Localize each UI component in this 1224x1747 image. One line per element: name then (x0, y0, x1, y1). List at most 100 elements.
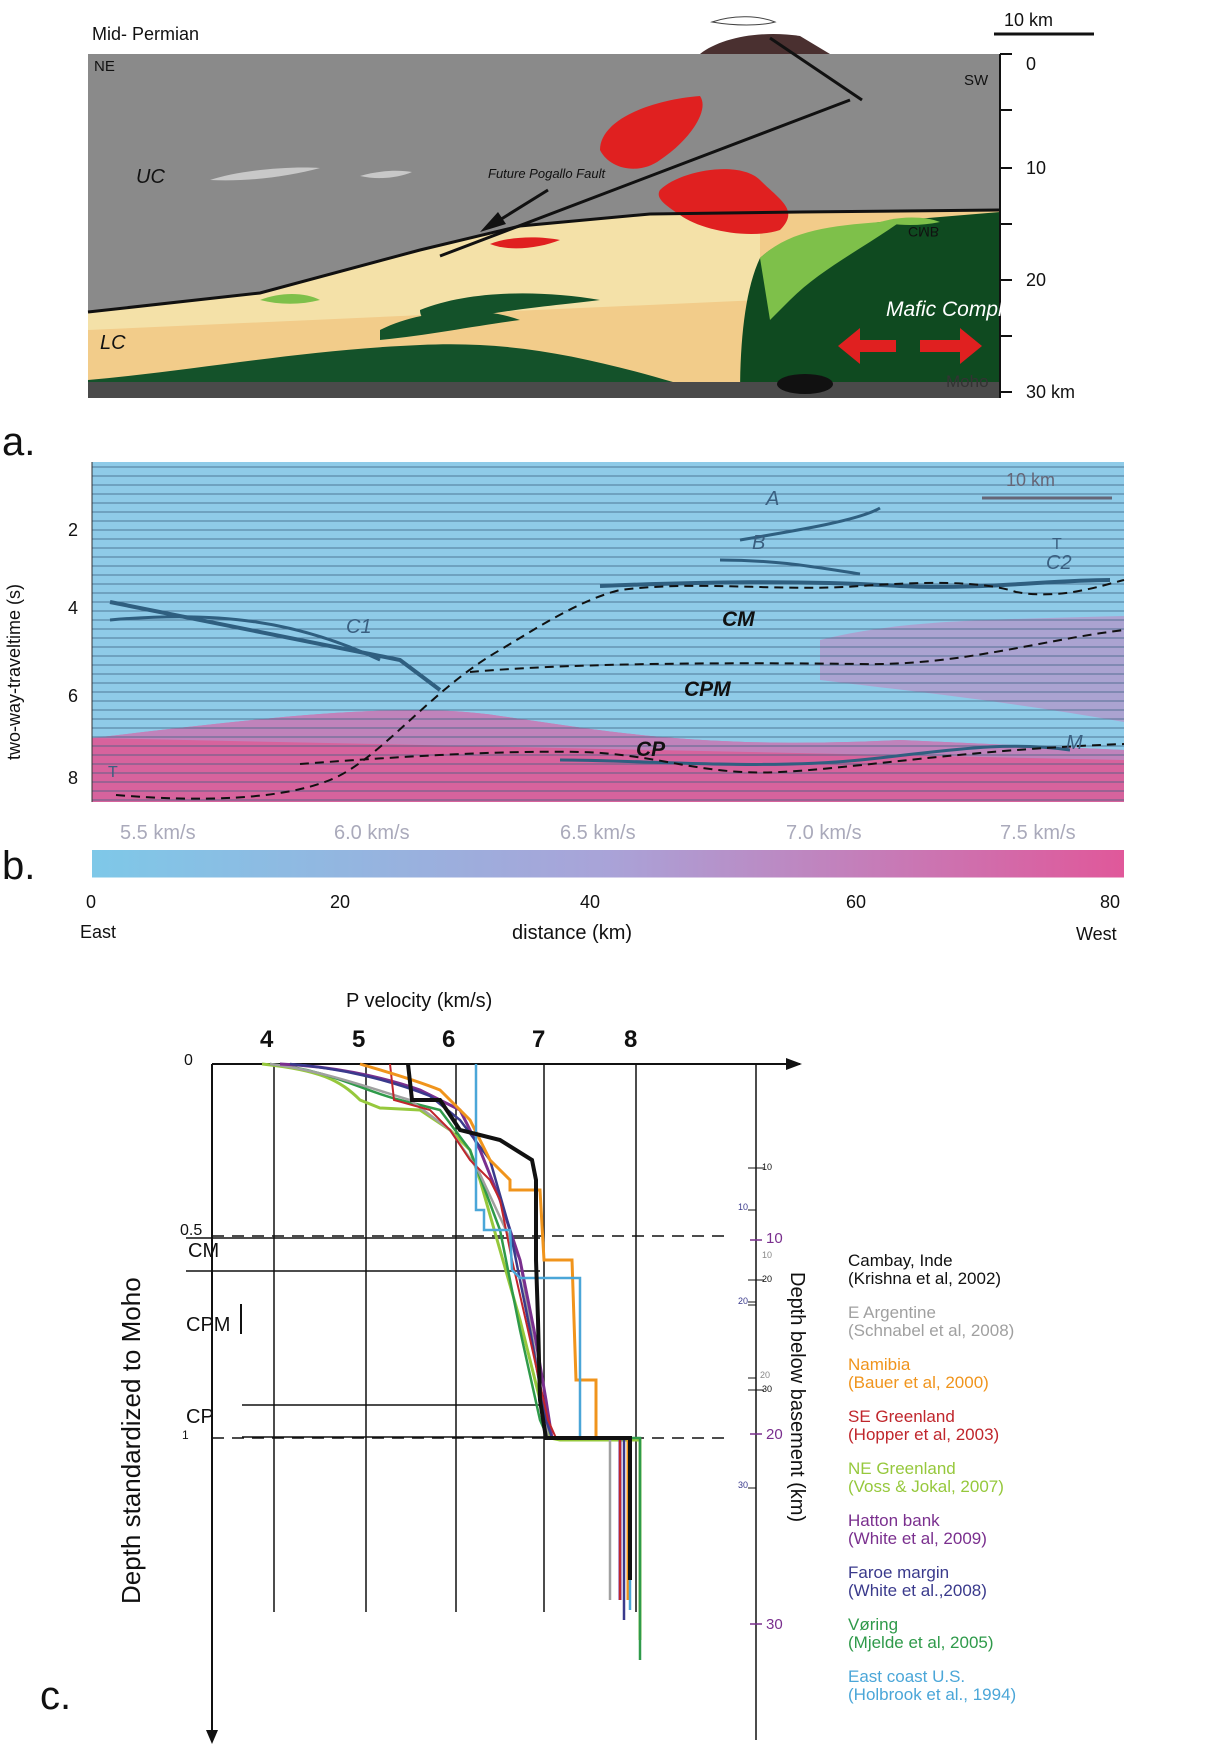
ylabel: Depth standardized to Moho (116, 1277, 146, 1604)
right-tick: 30 (762, 1384, 773, 1394)
right-tick-large: 20 (766, 1426, 783, 1443)
label-c2: C2 (1046, 552, 1072, 574)
legend-name: Hatton bank (848, 1511, 940, 1530)
right-tick: 20 (760, 1370, 771, 1380)
ne-label: NE (94, 58, 115, 75)
scale-label: 10 km (1004, 10, 1054, 30)
distance-tick-0: 0 (86, 892, 97, 912)
east-label: East (80, 922, 117, 942)
mafic-lens (380, 311, 520, 340)
zone-cpm: CPM (684, 678, 731, 701)
legend-name: Faroe margin (848, 1563, 950, 1582)
reflector (109, 615, 381, 662)
right-tick-large: 10 (766, 1230, 783, 1247)
velocity-color-bar (92, 850, 1124, 878)
extension-arrow-left (838, 328, 896, 364)
mantle-band (88, 382, 1000, 398)
xtick-7: 7 (532, 1026, 546, 1053)
distance-tick-60: 60 (846, 892, 867, 912)
right-tick: 10 (738, 1202, 749, 1212)
reflector-c2 (599, 578, 1111, 589)
right-axis-label: Depth below basement (km) (786, 1272, 808, 1523)
ytick-8: 8 (68, 768, 79, 788)
legend-name: Cambay, Inde (848, 1251, 953, 1270)
legend-ref: (Voss & Jokal, 2007) (848, 1477, 1004, 1496)
xtick-6: 6 (442, 1026, 456, 1053)
xlabel: P velocity (km/s) (346, 990, 493, 1012)
distance-tick-20: 20 (330, 892, 351, 912)
uc-lens (360, 170, 412, 179)
profile-cambay (406, 1063, 632, 1580)
intrusion (600, 96, 703, 169)
legend-ref: (Krishna et al, 2002) (848, 1269, 1002, 1288)
scale-label: 10 km (1006, 470, 1056, 490)
profile-hatton-bank (279, 1062, 622, 1600)
label-t-left: T (108, 764, 118, 781)
zone-cm: CM (722, 608, 755, 631)
legend-name: Namibia (848, 1355, 911, 1374)
moho-label: Moho (946, 372, 989, 391)
velocity-tick-6-0: 6.0 km/s (334, 822, 410, 844)
extension-arrow-right (920, 328, 982, 364)
ytick-0-5: 0.5 (180, 1222, 203, 1239)
right-tick: 10 (762, 1250, 773, 1260)
legend-item-faroe-margin: Faroe margin (White et al.,2008) (848, 1564, 987, 1600)
profile-east-coast-us (474, 1064, 632, 1610)
velocity-tick-5-5: 5.5 km/s (120, 822, 196, 844)
panel-b-letter: b. (2, 844, 36, 888)
right-tick-large: 30 (766, 1616, 783, 1633)
reflector-a (739, 506, 881, 542)
ytick-6: 6 (68, 686, 79, 706)
reflector-b (719, 558, 861, 576)
right-tick: 20 (738, 1296, 749, 1306)
zone-cm-label: CM (188, 1240, 220, 1262)
zone-cpm-label: CPM (186, 1314, 231, 1336)
legend-ref: (White et al, 2009) (848, 1529, 987, 1548)
dashed-top-cm (115, 579, 1125, 800)
label-m: M (1066, 732, 1083, 754)
label-a: A (766, 488, 780, 510)
green-lens (880, 217, 940, 225)
legend-name: Vøring (848, 1615, 899, 1634)
legend-ref: (Hopper et al, 2003) (848, 1425, 1000, 1444)
label-t-right: T (1052, 536, 1062, 553)
velocity-tick-7-5: 7.5 km/s (1000, 822, 1076, 844)
xtick-4: 4 (260, 1026, 274, 1053)
zone-cp: CP (636, 738, 666, 761)
profile-voring (269, 1062, 642, 1660)
magma-body (777, 374, 833, 394)
profile-namibia (359, 1062, 630, 1600)
period-label: Mid- Permian (92, 24, 200, 44)
legend-name: East coast U.S. (848, 1667, 966, 1686)
x-axis-arrow (786, 1058, 802, 1070)
legend-name: NE Greenland (848, 1459, 956, 1478)
legend-item-voring: Vøring (Mjelde et al, 2005) (848, 1616, 994, 1652)
label-c1: C1 (346, 616, 372, 638)
legend-item-ne-greenland: NE Greenland (Voss & Jokal, 2007) (848, 1460, 1004, 1496)
fault-label: Future Pogallo Fault (488, 166, 606, 181)
legend-item-se-greenland: SE Greenland (Hopper et al, 2003) (848, 1408, 999, 1444)
y-axis-arrow (206, 1730, 218, 1744)
legend-item-east-coast-us: East coast U.S. (Holbrook et al., 1994) (848, 1668, 1016, 1704)
label-b: B (752, 532, 766, 554)
profile-e-argentine (269, 1062, 612, 1600)
ytick-2: 2 (68, 520, 79, 540)
legend-ref: (Holbrook et al., 1994) (848, 1685, 1017, 1704)
legend-ref: (Mjelde et al, 2005) (848, 1633, 994, 1652)
legend-name: E Argentine (848, 1303, 936, 1322)
depth-tick-10: 10 (1026, 158, 1047, 178)
depth-tick-0: 0 (1026, 54, 1037, 74)
lower-crust-upper-band (88, 214, 760, 330)
mafic-complex-label: Mafic Complex (886, 298, 1025, 321)
uc-label: UC (136, 166, 165, 188)
ytick-4: 4 (68, 598, 79, 618)
panel-c-letter: c. (40, 1674, 72, 1718)
green-lens (260, 294, 320, 304)
distance-tick-80: 80 (1100, 892, 1121, 912)
legend-item-cambay: Cambay, Inde (Krishna et al, 2002) (848, 1252, 1001, 1288)
profile-faroe-margin (289, 1062, 626, 1620)
panel-a-letter: a. (2, 420, 36, 464)
distance-tick-40: 40 (580, 892, 601, 912)
velocity-tick-7-0: 7.0 km/s (786, 822, 862, 844)
plume-outline (710, 16, 777, 26)
